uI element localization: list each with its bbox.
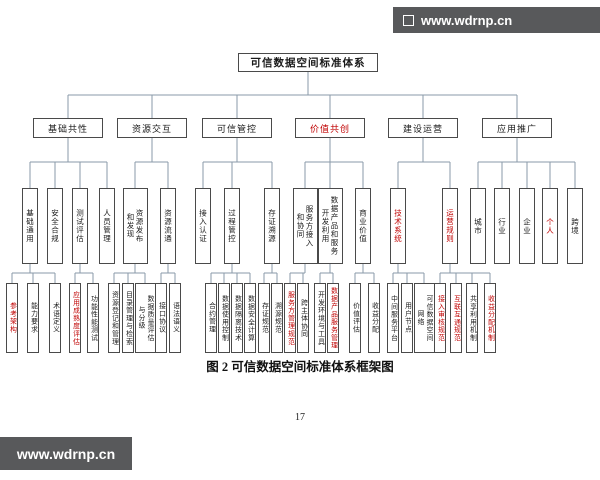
node-standard-item: 数据使用控制 <box>218 283 230 353</box>
node-category: 建设运营 <box>388 118 458 138</box>
node-standard-item: 共享利用机制 <box>466 283 478 353</box>
node-standard-item: 数据隔离技术 <box>231 283 243 353</box>
node-standard-item: 目录管理与检索 <box>122 283 134 353</box>
node-standard-item: 合约管理 <box>205 283 217 353</box>
node-standard-item: 应用成熟度评估 <box>69 283 81 353</box>
node-subcategory: 资源发布 和发现 <box>122 188 148 264</box>
node-standard-item: 中间服务平台 <box>387 283 399 353</box>
node-standard-item: 收益分配 <box>368 283 380 353</box>
watermark-banner-top: www.wdrnp.cn <box>393 7 600 33</box>
node-standard-item: 语法语义 <box>169 283 181 353</box>
node-standard-item: 服务方管理规范 <box>284 283 296 353</box>
node-subcategory: 运营规则 <box>442 188 458 264</box>
node-subcategory: 人员管理 <box>99 188 115 264</box>
node-subcategory: 测试评估 <box>72 188 88 264</box>
node-subcategory: 服务方接入 和协同 <box>292 188 318 264</box>
node-subcategory: 资源流通 <box>160 188 176 264</box>
site-logo-icon <box>403 14 414 26</box>
node-category: 基础共性 <box>33 118 103 138</box>
node-standard-item: 接入审核规范 <box>434 283 446 353</box>
node-subcategory: 个人 <box>542 188 558 264</box>
node-subcategory: 城市 <box>470 188 486 264</box>
node-standard-item: 数据产品服务管理 <box>327 283 339 353</box>
node-subcategory: 技术系统 <box>390 188 406 264</box>
node-subcategory: 安全合规 <box>47 188 63 264</box>
node-standard-item: 接口协议 <box>155 283 167 353</box>
watermark-url-top: www.wdrnp.cn <box>421 12 513 28</box>
node-standard-item: 溯源规范 <box>271 283 283 353</box>
node-standard-item: 用户节点 <box>401 283 413 353</box>
node-subcategory: 数据产品和服务 开发利用 <box>317 188 343 264</box>
watermark-banner-bottom: www.wdrnp.cn <box>0 437 132 470</box>
node-standard-item: 收益分配机制 <box>484 283 496 353</box>
node-subcategory: 接入认证 <box>195 188 211 264</box>
node-category: 可信管控 <box>202 118 272 138</box>
node-subcategory: 商业价值 <box>355 188 371 264</box>
node-root: 可信数据空间标准体系 <box>238 53 378 72</box>
page-number: 17 <box>295 412 305 423</box>
node-subcategory: 跨境 <box>567 188 583 264</box>
watermark-url-bottom: www.wdrnp.cn <box>16 445 116 462</box>
node-standard-item: 数据质量评估 与分级 <box>134 283 156 353</box>
node-standard-item: 跨主体协同 <box>297 283 309 353</box>
node-category: 价值共创 <box>295 118 365 138</box>
node-subcategory: 基础通用 <box>22 188 38 264</box>
figure-caption: 图 2 可信数据空间标准体系框架图 <box>206 360 394 374</box>
node-subcategory: 存证溯源 <box>264 188 280 264</box>
node-standard-item: 可信数据空间 网络 <box>413 283 435 353</box>
node-category: 资源交互 <box>117 118 187 138</box>
node-standard-item: 术语定义 <box>49 283 61 353</box>
node-subcategory: 企业 <box>519 188 535 264</box>
node-standard-item: 存证规范 <box>258 283 270 353</box>
node-standard-item: 能力要求 <box>27 283 39 353</box>
node-category: 应用推广 <box>482 118 552 138</box>
node-standard-item: 开发环境与工具 <box>314 283 326 353</box>
node-standard-item: 参考架构 <box>6 283 18 353</box>
node-standard-item: 功能性能测试 <box>87 283 99 353</box>
node-subcategory: 过程管控 <box>224 188 240 264</box>
node-standard-item: 数据安全计算 <box>244 283 256 353</box>
node-standard-item: 价值评估 <box>349 283 361 353</box>
node-subcategory: 行业 <box>494 188 510 264</box>
node-standard-item: 资源登记和管理 <box>108 283 120 353</box>
node-standard-item: 互联互通规范 <box>450 283 462 353</box>
